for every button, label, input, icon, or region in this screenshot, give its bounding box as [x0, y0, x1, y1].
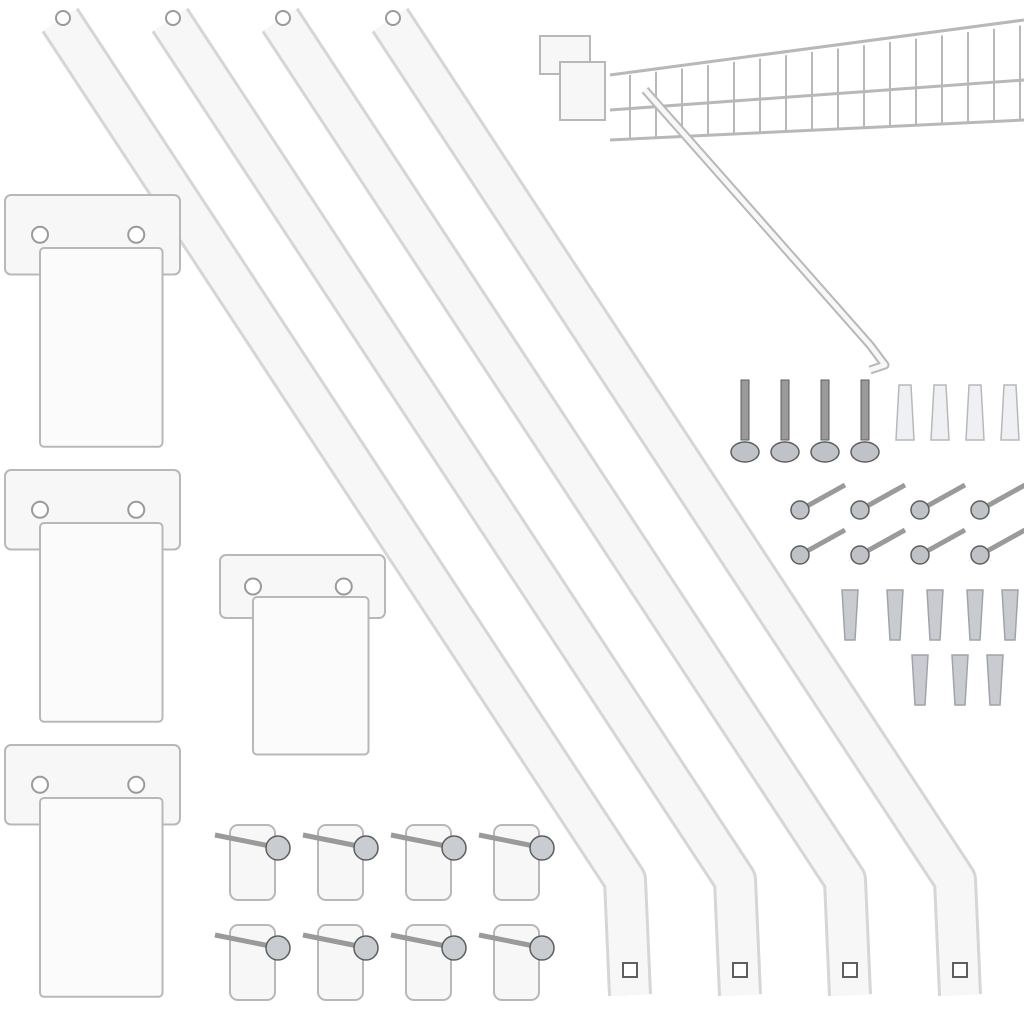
support-brace [264, 9, 869, 996]
clip-screw-head [529, 835, 555, 861]
support-braces [41, 7, 982, 996]
brace-foot-hole [842, 962, 858, 978]
bracket-hole [127, 775, 146, 794]
clip-screw-head [265, 935, 291, 961]
clip-screw-head [265, 835, 291, 861]
end-bracket [219, 554, 386, 756]
screw-head [910, 545, 930, 565]
plastic-anchor [1000, 384, 1020, 441]
plastic-anchor [930, 384, 950, 441]
end-brackets [4, 194, 386, 998]
clip-body [405, 824, 452, 901]
screw-head [850, 500, 870, 520]
shelf-bracket-box [559, 61, 606, 121]
plastic-anchor [895, 384, 915, 441]
bracket-hole [334, 577, 353, 596]
plastic-anchor [965, 384, 985, 441]
end-bracket [4, 194, 181, 448]
clip-screw-head [441, 935, 467, 961]
clip-screw-shaft [302, 932, 364, 950]
clip-body [229, 824, 276, 901]
wall-clips [214, 824, 555, 1001]
brace-foot-hole [622, 962, 638, 978]
wall-anchor [1001, 589, 1019, 641]
clip-screw-head [441, 835, 467, 861]
clip-body [493, 924, 540, 1001]
clip-screw-shaft [478, 932, 540, 950]
bracket-hole [244, 577, 262, 596]
wire-shelf [539, 18, 1024, 375]
wall-anchor [966, 589, 984, 641]
screw-head [970, 545, 990, 565]
clip-screw-head [529, 935, 555, 961]
wall-anchor [911, 654, 929, 706]
wall-anchor [926, 589, 944, 641]
bracket-channel [252, 596, 370, 756]
brace-foot-hole [952, 962, 968, 978]
clip-screw-shaft [214, 932, 276, 950]
clip-screw-shaft [302, 832, 364, 850]
screw-shaft [780, 379, 790, 441]
bracket-channel [39, 797, 164, 998]
clip-screw-shaft [390, 832, 452, 850]
wall-anchor [986, 654, 1004, 706]
wall-clip [214, 824, 291, 901]
brace-foot-hole [732, 962, 748, 978]
bracket-channel [39, 522, 164, 723]
shelf-rail [609, 18, 1024, 142]
clip-body [229, 924, 276, 1001]
clip-screw-head [353, 935, 379, 961]
wall-clip [302, 824, 379, 901]
bracket-hole [127, 225, 146, 244]
wall-clip [478, 824, 555, 901]
brace-top-hole [55, 10, 71, 26]
brace-top-hole [165, 10, 181, 26]
bracket-channel [39, 247, 164, 448]
brace-top-hole [275, 10, 291, 26]
shelf-support-rod-face [643, 88, 888, 373]
bracket-hole [127, 500, 146, 519]
screw-head [970, 500, 990, 520]
screw-head [810, 441, 840, 463]
brace-top-hole [385, 10, 401, 26]
screw-head [850, 441, 880, 463]
screw-head [790, 545, 810, 565]
wall-anchor [886, 589, 904, 641]
screw-shaft [820, 379, 830, 441]
screw-head [770, 441, 800, 463]
screw-shaft [860, 379, 870, 441]
screw-shaft [740, 379, 750, 441]
wall-clip [302, 924, 379, 1001]
clip-body [405, 924, 452, 1001]
wall-clip [390, 924, 467, 1001]
end-bracket [4, 744, 181, 998]
wall-clip [390, 824, 467, 901]
clip-screw-head [353, 835, 379, 861]
screws-and-anchors [730, 379, 1024, 706]
screw-head [730, 441, 760, 463]
bracket-hole [31, 775, 49, 794]
bracket-hole [31, 500, 49, 519]
support-brace [374, 9, 979, 996]
bracket-hole [31, 225, 49, 244]
clip-body [317, 924, 364, 1001]
wall-anchor [951, 654, 969, 706]
clip-body [493, 824, 540, 901]
wall-anchor [841, 589, 859, 641]
wall-clip [478, 924, 555, 1001]
clip-screw-shaft [478, 832, 540, 850]
clip-screw-shaft [390, 932, 452, 950]
support-brace [44, 9, 649, 996]
screw-head [790, 500, 810, 520]
screw-head [850, 545, 870, 565]
clip-body [317, 824, 364, 901]
wall-clip [214, 924, 291, 1001]
screw-head [910, 500, 930, 520]
support-brace [154, 9, 759, 996]
clip-screw-shaft [214, 832, 276, 850]
end-bracket [4, 469, 181, 723]
